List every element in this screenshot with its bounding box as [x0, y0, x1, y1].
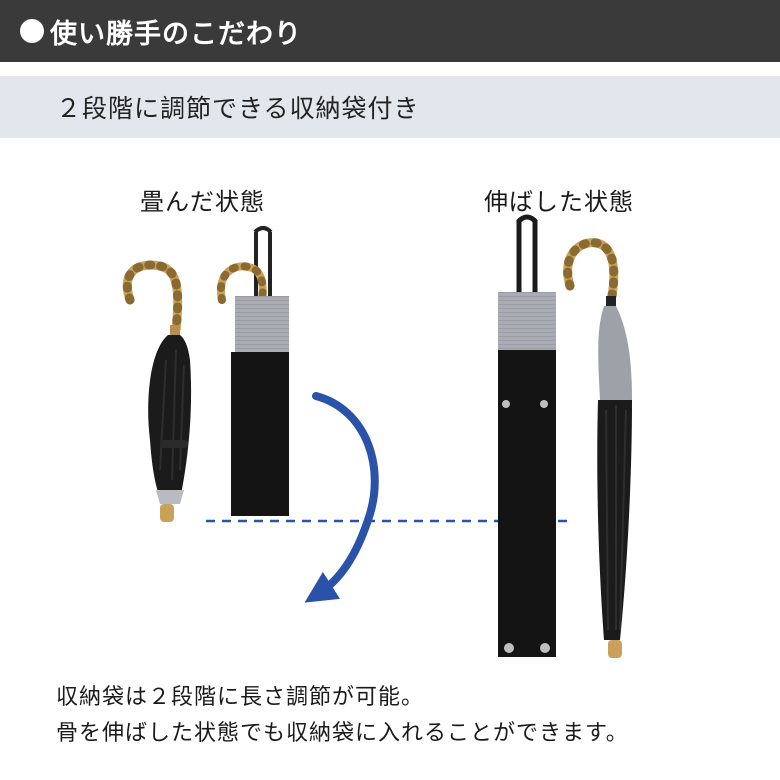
extended-umbrella	[563, 238, 632, 658]
extended-canopy	[597, 400, 632, 640]
bamboo-tip	[160, 504, 174, 522]
caption: 収納袋は２段階に長さ調節が可能。 骨を伸ばした状態でも収納袋に入れることができま…	[56, 680, 629, 752]
extended-storage-bag	[498, 214, 556, 657]
caption-line-2: 骨を伸ばした状態でも収納袋に入れることができます。	[56, 721, 629, 746]
bag-top-band	[235, 296, 289, 354]
storage-bag-long	[498, 350, 556, 657]
storage-bag-short	[231, 352, 289, 516]
folded-umbrella-in-bag	[216, 226, 289, 516]
curved-down-arrow-icon	[304, 392, 379, 603]
feature-subheader: ２段階に調節できる収納袋付き	[0, 76, 780, 138]
feature-title: ２段階に調節できる収納袋付き	[56, 94, 420, 123]
folded-canopy	[148, 335, 192, 502]
folded-umbrella	[122, 260, 192, 522]
caption-line-1: 収納袋は２段階に長さ調節が可能。	[56, 685, 425, 710]
section-header: 使い勝手のこだわり	[0, 0, 780, 62]
bag-top-band	[498, 292, 556, 352]
bullet-circle-icon	[20, 19, 44, 43]
extended-state-label: 伸ばした状態	[484, 188, 634, 216]
section-title: 使い勝手のこだわり	[50, 18, 302, 50]
folded-state-label: 畳んだ状態	[140, 188, 265, 216]
